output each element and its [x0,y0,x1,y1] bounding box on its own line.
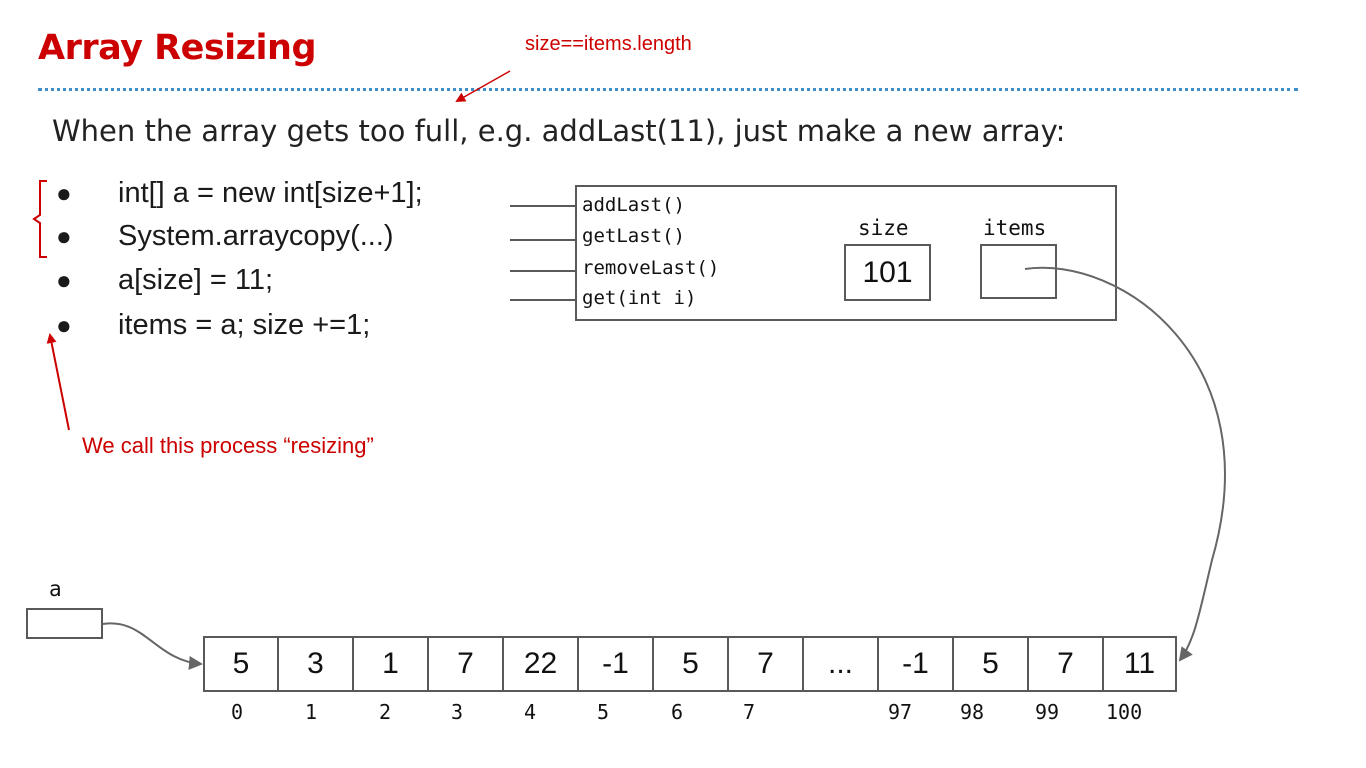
resizing-annotation: We call this process “resizing” [82,433,374,458]
bullet-dot-icon: ● [56,178,72,208]
array-cell: 1 [352,636,429,692]
method-addlast: addLast() [582,194,685,216]
bullet-item: a[size] = 11; [118,264,274,296]
array-cell: 7 [427,636,504,692]
bullet-item: int[] a = new int[size+1]; [118,177,423,209]
local-var-box [26,608,103,639]
array-cell: 5 [952,636,1029,692]
array-index: 99 [1035,700,1060,724]
method-get: get(int i) [582,287,697,309]
size-value-box: 101 [844,244,931,301]
array-index: 4 [524,700,537,724]
array-index: 3 [451,700,464,724]
array-index: 98 [960,700,985,724]
array-cell: 11 [1102,636,1177,692]
array-cell: -1 [877,636,954,692]
items-pointer-box [980,244,1057,299]
bullet-item: System.arraycopy(...) [118,220,394,252]
array-cell: 5 [203,636,279,692]
array-index: 2 [379,700,392,724]
bullet-item: items = a; size +=1; [118,309,371,341]
array-index: 100 [1106,700,1143,724]
bullet-dot-icon: ● [56,265,72,295]
array-cell: 3 [277,636,354,692]
size-annotation-arrow [455,70,511,102]
resizing-annotation-arrow [46,333,70,431]
bracket-icon [32,180,47,258]
method-removelast: removeLast() [582,257,720,279]
local-var-label: a [49,577,62,601]
page-title: Array Resizing [38,28,317,68]
object-box [575,185,1117,321]
intro-text: When the array gets too full, e.g. addLa… [52,114,1066,148]
size-equals-annotation: size==items.length [525,33,692,55]
bullet-dot-icon: ● [56,221,72,251]
array-cell: 22 [502,636,579,692]
array-cell: -1 [577,636,654,692]
size-label: size [858,216,909,240]
array-cell: ... [802,636,879,692]
local-var-pointer-arrow [102,622,203,670]
array-cell: 7 [1027,636,1104,692]
array-index: 1 [305,700,318,724]
items-pointer-arrow [1024,266,1226,662]
bullet-dot-icon: ● [56,310,72,340]
items-label: items [983,216,1047,240]
array-index: 7 [743,700,756,724]
array-cell: 7 [727,636,804,692]
array-index: 97 [888,700,913,724]
title-divider [38,88,1298,91]
array-cell: 5 [652,636,729,692]
array-index: 5 [597,700,610,724]
method-getlast: getLast() [582,225,685,247]
array-index: 0 [231,700,244,724]
array-index: 6 [671,700,684,724]
